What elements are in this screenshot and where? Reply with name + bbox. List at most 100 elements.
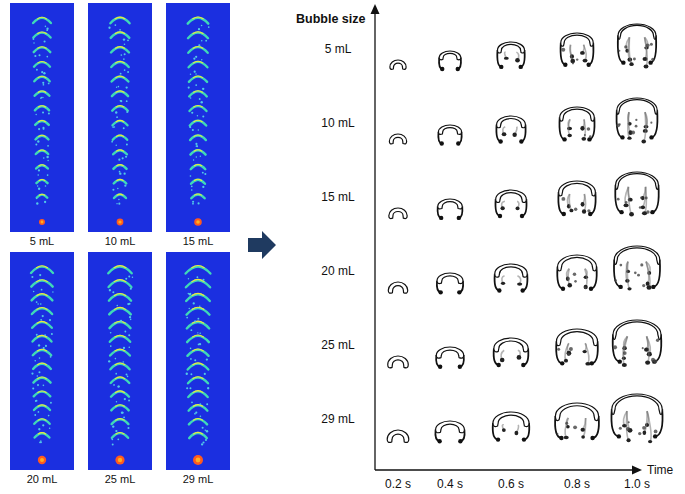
wake-trail [565, 343, 569, 360]
panel-background [88, 252, 152, 470]
bubble-fragment [43, 347, 45, 349]
bubble-core [116, 135, 123, 136]
bubble-shape [438, 125, 461, 146]
vortex-ring [560, 361, 564, 365]
bubble-fragment [188, 278, 189, 279]
bubble-fragment [108, 27, 110, 29]
bubble-fragment [112, 291, 114, 293]
bubble-fragment [119, 172, 121, 174]
bubble-fragment [195, 84, 197, 86]
bubble-fragment [39, 357, 41, 359]
bubble-fragment [38, 411, 40, 413]
bubble-cap [498, 42, 525, 53]
bubble-fragment [42, 82, 44, 84]
bubble-fragment [35, 144, 37, 146]
vortex-ring [458, 439, 462, 443]
bubble-fragment [196, 145, 198, 147]
bubble-fragment [43, 385, 45, 387]
bubble-core [114, 280, 125, 282]
bubble-cap [108, 267, 131, 274]
bubble-fragment [125, 278, 127, 280]
vortex-ring [566, 351, 571, 356]
bubble-core [195, 179, 202, 180]
vortex-ring [651, 285, 655, 289]
bubble-cap [33, 18, 51, 23]
bubble-fragment [36, 375, 38, 377]
panel-caption: 15 mL [183, 235, 214, 248]
bubble-cap [187, 350, 208, 356]
bubble-cap [36, 180, 47, 183]
bubble-core [193, 32, 203, 34]
bubble-fragment [37, 174, 39, 176]
bubble-cap [187, 322, 209, 328]
bubble-fragment [132, 276, 134, 278]
bubble-shape [493, 412, 530, 442]
bubble-fragment [194, 320, 196, 322]
bubble-inlet [193, 455, 203, 465]
vortex-ring [439, 216, 443, 220]
bubble-cap [34, 419, 49, 423]
bubble-core [117, 165, 124, 166]
bubble-shape [558, 181, 595, 216]
panel-background [166, 3, 230, 232]
bubble-cap [559, 181, 596, 196]
bubble-fragment [37, 384, 39, 386]
bubble-fragment [576, 58, 578, 60]
bubble-fragment [31, 372, 33, 374]
bubble-fragment [127, 376, 129, 378]
bubble-fragment [202, 279, 204, 281]
bubble-shape [616, 98, 657, 144]
bubble-shape [613, 320, 662, 367]
bubble-fragment [196, 156, 197, 157]
bubble-shape [390, 60, 406, 69]
vortex-ring [580, 51, 585, 55]
bubble-fragment [201, 59, 202, 60]
bubble-fragment [32, 387, 34, 389]
bubble-fragment [192, 129, 194, 131]
bubble-shape [559, 107, 594, 142]
bubble-fragment [199, 98, 201, 100]
bubble-cap [33, 378, 50, 383]
bubble-fragment [36, 198, 37, 199]
bubble-core [194, 120, 202, 121]
vortex-ring [458, 365, 462, 369]
bubble-fragment [108, 360, 110, 362]
bubble-fragment [186, 373, 188, 375]
bubble-cap [33, 350, 51, 355]
simulation-panel [10, 252, 74, 470]
bubble-fragment [205, 40, 207, 42]
bubble-core [193, 46, 203, 48]
bubble-fragment [124, 53, 126, 55]
time-label: 0.8 s [564, 477, 590, 491]
bubble-cap [389, 134, 406, 144]
bubble-fragment [126, 374, 128, 376]
bubble-fragment [197, 332, 198, 333]
bubble-fragment [619, 427, 622, 430]
bubble-fragment [194, 359, 196, 361]
bubble-fragment [40, 303, 42, 305]
bubble-fragment [45, 26, 47, 28]
bubble-fragment [37, 185, 38, 186]
bubble-cap [560, 107, 595, 121]
bubble-core [193, 61, 202, 63]
bubble-shape [494, 338, 529, 367]
vortex-ring [644, 65, 649, 69]
bubble-fragment [191, 185, 193, 187]
vortex-ring [641, 205, 645, 209]
panel-background [88, 3, 152, 232]
wake-trail [623, 336, 627, 365]
row-label: 15 mL [321, 190, 354, 204]
bubble-cap [35, 433, 50, 437]
vortex-ring [585, 362, 590, 366]
bubble-fragment [190, 73, 192, 75]
bubble-shape [495, 190, 526, 218]
bubble-fragment [128, 346, 130, 348]
bubble-shape [615, 172, 658, 217]
bubble-fragment [202, 186, 204, 188]
vortex-ring [521, 363, 525, 367]
vortex-ring [519, 139, 523, 143]
bubble-cap [493, 412, 529, 427]
vortex-ring [641, 139, 646, 143]
bubble-cap [112, 433, 128, 438]
vortex-ring [619, 210, 623, 214]
